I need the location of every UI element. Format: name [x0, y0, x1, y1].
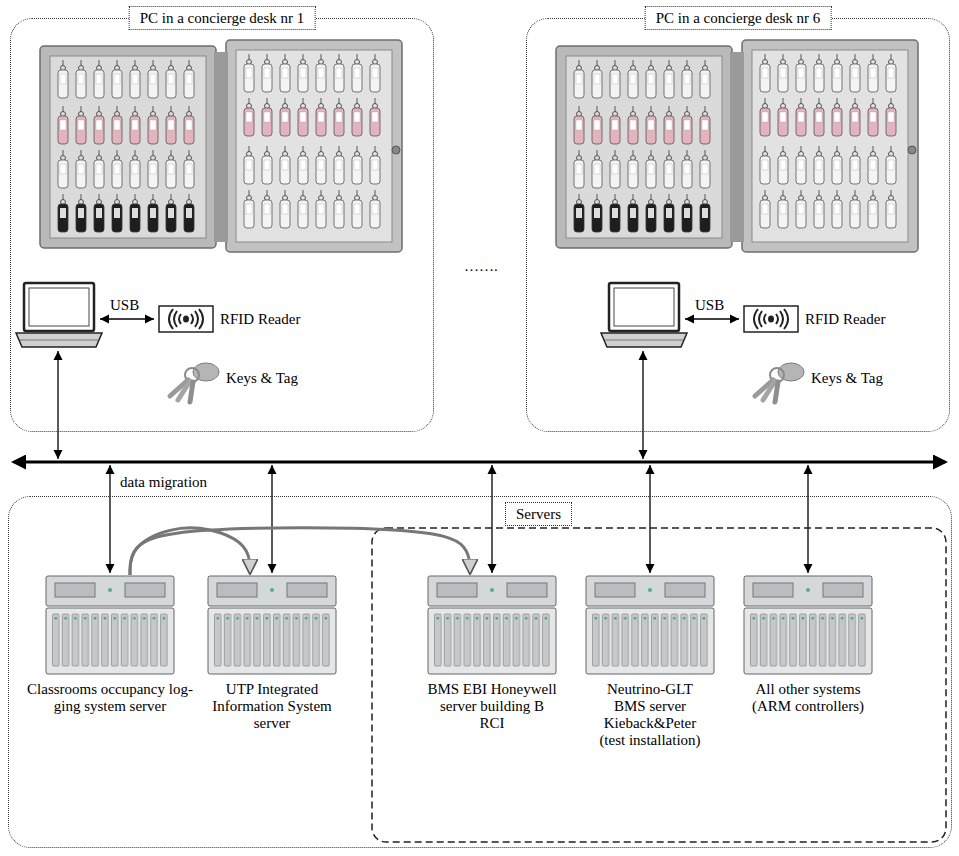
migration-arrow — [130, 528, 250, 575]
server-icon — [744, 576, 872, 674]
key-cabinet — [240, 190, 384, 232]
key-cabinet — [240, 146, 384, 188]
keys-icon — [190, 382, 193, 402]
key-cabinet — [54, 106, 198, 148]
laptop-icon — [29, 288, 89, 326]
server-icon — [428, 576, 556, 674]
server-icon — [46, 576, 174, 674]
bus-link-arrow — [57, 351, 58, 459]
migration-arrow — [130, 528, 470, 575]
server-bus-arrows — [807, 465, 808, 573]
key-cabinet — [54, 60, 198, 102]
key-cabinet — [54, 150, 198, 192]
region-heading: PC in a concierge desk nr 6 — [645, 6, 832, 30]
server-bus-arrows — [491, 465, 492, 573]
key-cabinet — [40, 40, 402, 252]
server-icon — [45, 575, 175, 675]
ellipsis-label: ……. — [462, 258, 500, 275]
key-cabinet — [214, 52, 228, 242]
laptop-icon — [24, 283, 94, 331]
key-cabinet — [226, 40, 402, 252]
bms-group-outline — [372, 528, 946, 842]
laptop-icon — [20, 340, 98, 341]
desk-region: PC in a concierge desk nr 6RFID Reader — [526, 18, 950, 432]
keys-label: Keys & Tag — [809, 370, 885, 387]
server-icon — [208, 576, 336, 674]
server-icon — [207, 575, 337, 675]
laptop-icon — [16, 333, 102, 347]
key-cabinet — [40, 46, 216, 248]
usb-label: USB — [108, 297, 141, 314]
server-node: Classrooms occupancy log-ging system ser… — [23, 575, 198, 715]
server-bus-arrows — [110, 465, 808, 573]
servers-region: ServersClassrooms occupancy log-ging sys… — [8, 496, 952, 848]
server-icon — [585, 575, 715, 675]
key-cabinet — [556, 40, 918, 252]
rfid-reader: RFID Reader — [743, 305, 885, 333]
rfid-reader: RFID Reader — [158, 305, 300, 333]
key-cabinet — [392, 146, 400, 154]
server-label: Neutrino-GLT BMS server Kieback&Peter (t… — [591, 681, 709, 749]
key-cabinet — [54, 194, 198, 236]
rfid-icon — [744, 306, 798, 332]
server-icon — [743, 575, 873, 675]
network-bus — [14, 461, 945, 464]
rfid-icon — [158, 305, 214, 333]
usb-arrow — [100, 318, 154, 319]
server-label: BMS EBI Honeywell server building B RCI — [427, 681, 557, 732]
key-cabinet — [240, 54, 384, 96]
rfid-icon — [159, 306, 213, 332]
server-node: UTP Integrated Information System server — [205, 575, 340, 732]
region-heading: PC in a concierge desk nr 1 — [129, 6, 316, 30]
server-bus-arrows — [109, 465, 110, 573]
laptop-icon — [16, 283, 102, 347]
server-node: BMS EBI Honeywell server building B RCI — [427, 575, 557, 732]
key-cabinet — [236, 50, 392, 242]
keys-icon — [193, 363, 219, 381]
usb-label: USB — [693, 297, 726, 314]
server-node: Neutrino-GLT BMS server Kieback&Peter (t… — [585, 575, 715, 749]
server-label: Classrooms occupancy log-ging system ser… — [23, 681, 198, 715]
server-icon — [427, 575, 557, 675]
server-label: UTP Integrated Information System server — [205, 681, 340, 732]
key-cabinet — [240, 98, 384, 140]
desk-region: PC in a concierge desk nr 1RFID Reader — [10, 18, 434, 432]
server-icon — [586, 576, 714, 674]
server-bus-arrows — [649, 465, 650, 573]
edge-label: data migration — [118, 474, 209, 491]
desk-equipment — [601, 283, 804, 459]
rfid-icon — [743, 305, 799, 333]
key-cabinet — [50, 56, 206, 238]
server-label: All other systems (ARM controllers) — [749, 681, 867, 715]
server-node: All other systems (ARM controllers) — [743, 575, 873, 715]
keys-icon — [170, 363, 219, 402]
keys-label: Keys & Tag — [224, 370, 300, 387]
desk-equipment — [16, 283, 219, 459]
region-heading: Servers — [505, 502, 572, 526]
server-bus-arrows — [271, 465, 272, 573]
reader-label: RFID Reader — [805, 311, 885, 328]
reader-label: RFID Reader — [220, 311, 300, 328]
